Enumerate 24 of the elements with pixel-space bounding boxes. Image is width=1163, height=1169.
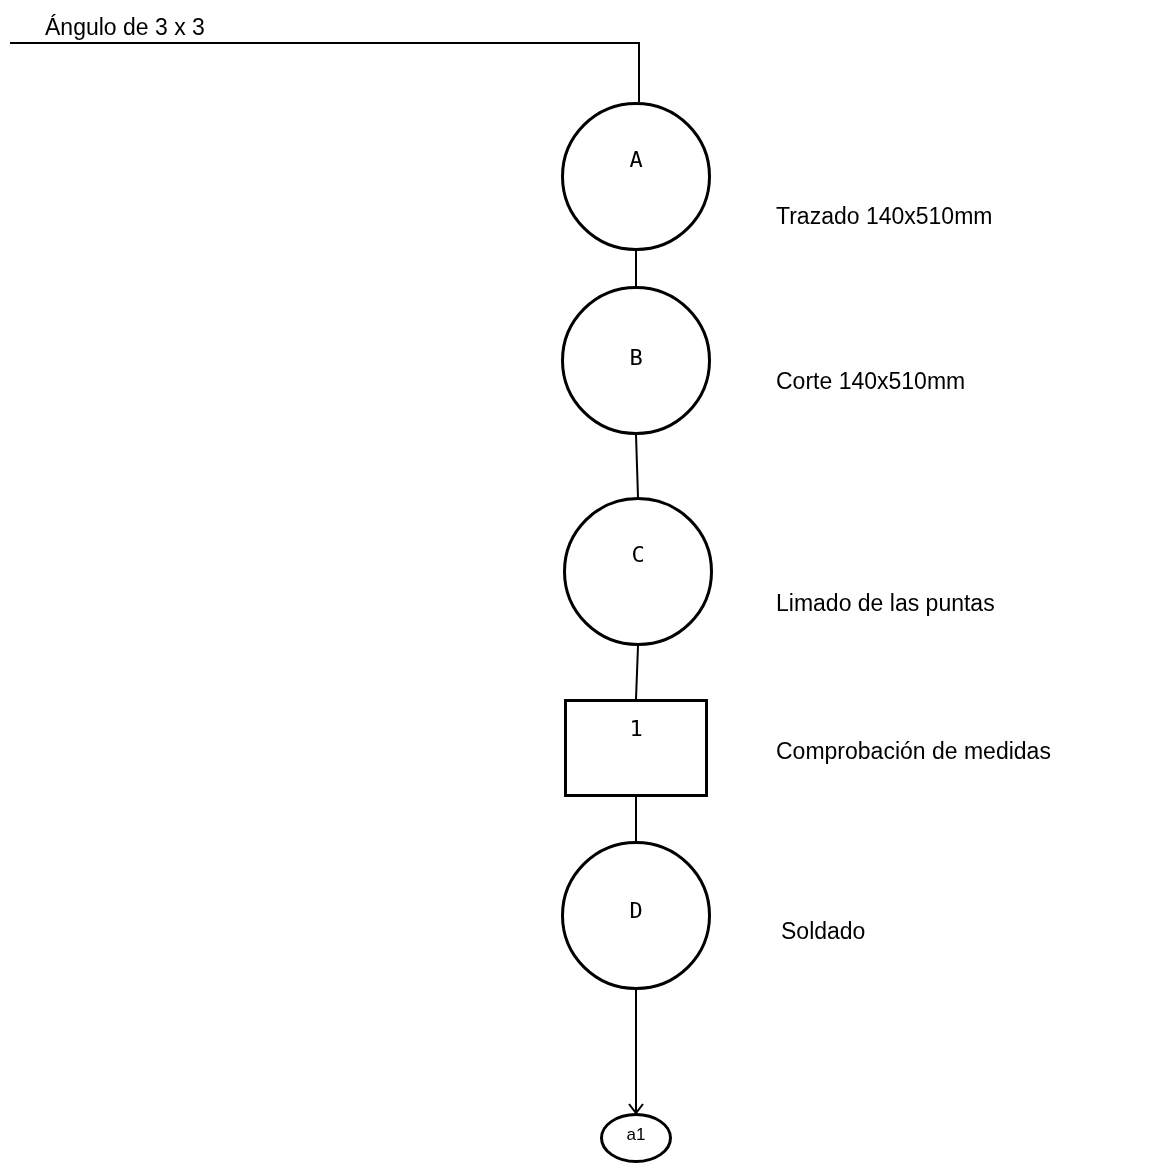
connector-line (9, 42, 640, 103)
operation-circle (561, 841, 711, 990)
connector-line (635, 250, 637, 287)
connector-line (635, 796, 637, 842)
inspection-box (564, 699, 708, 797)
node-label: C (630, 542, 646, 567)
step-description: Trazado 140x510mm (776, 203, 993, 230)
step-description: Limado de las puntas (776, 590, 995, 617)
node-label: a1 (625, 1125, 647, 1145)
step-description: Comprobación de medidas (776, 738, 1051, 765)
arrow (628, 989, 644, 1114)
node-label: 1 (628, 716, 644, 741)
connector-line (635, 434, 639, 498)
connector-line (635, 645, 639, 700)
operation-circle (561, 286, 711, 435)
node-label: B (628, 345, 644, 370)
node-label: D (628, 898, 644, 923)
step-description: Corte 140x510mm (776, 368, 966, 395)
operation-circle (563, 497, 713, 646)
operation-circle (561, 102, 711, 251)
node-label: A (628, 147, 644, 172)
part-title: Ángulo de 3 x 3 (45, 14, 205, 41)
step-description: Soldado (781, 918, 866, 945)
connector-circle (600, 1113, 672, 1163)
